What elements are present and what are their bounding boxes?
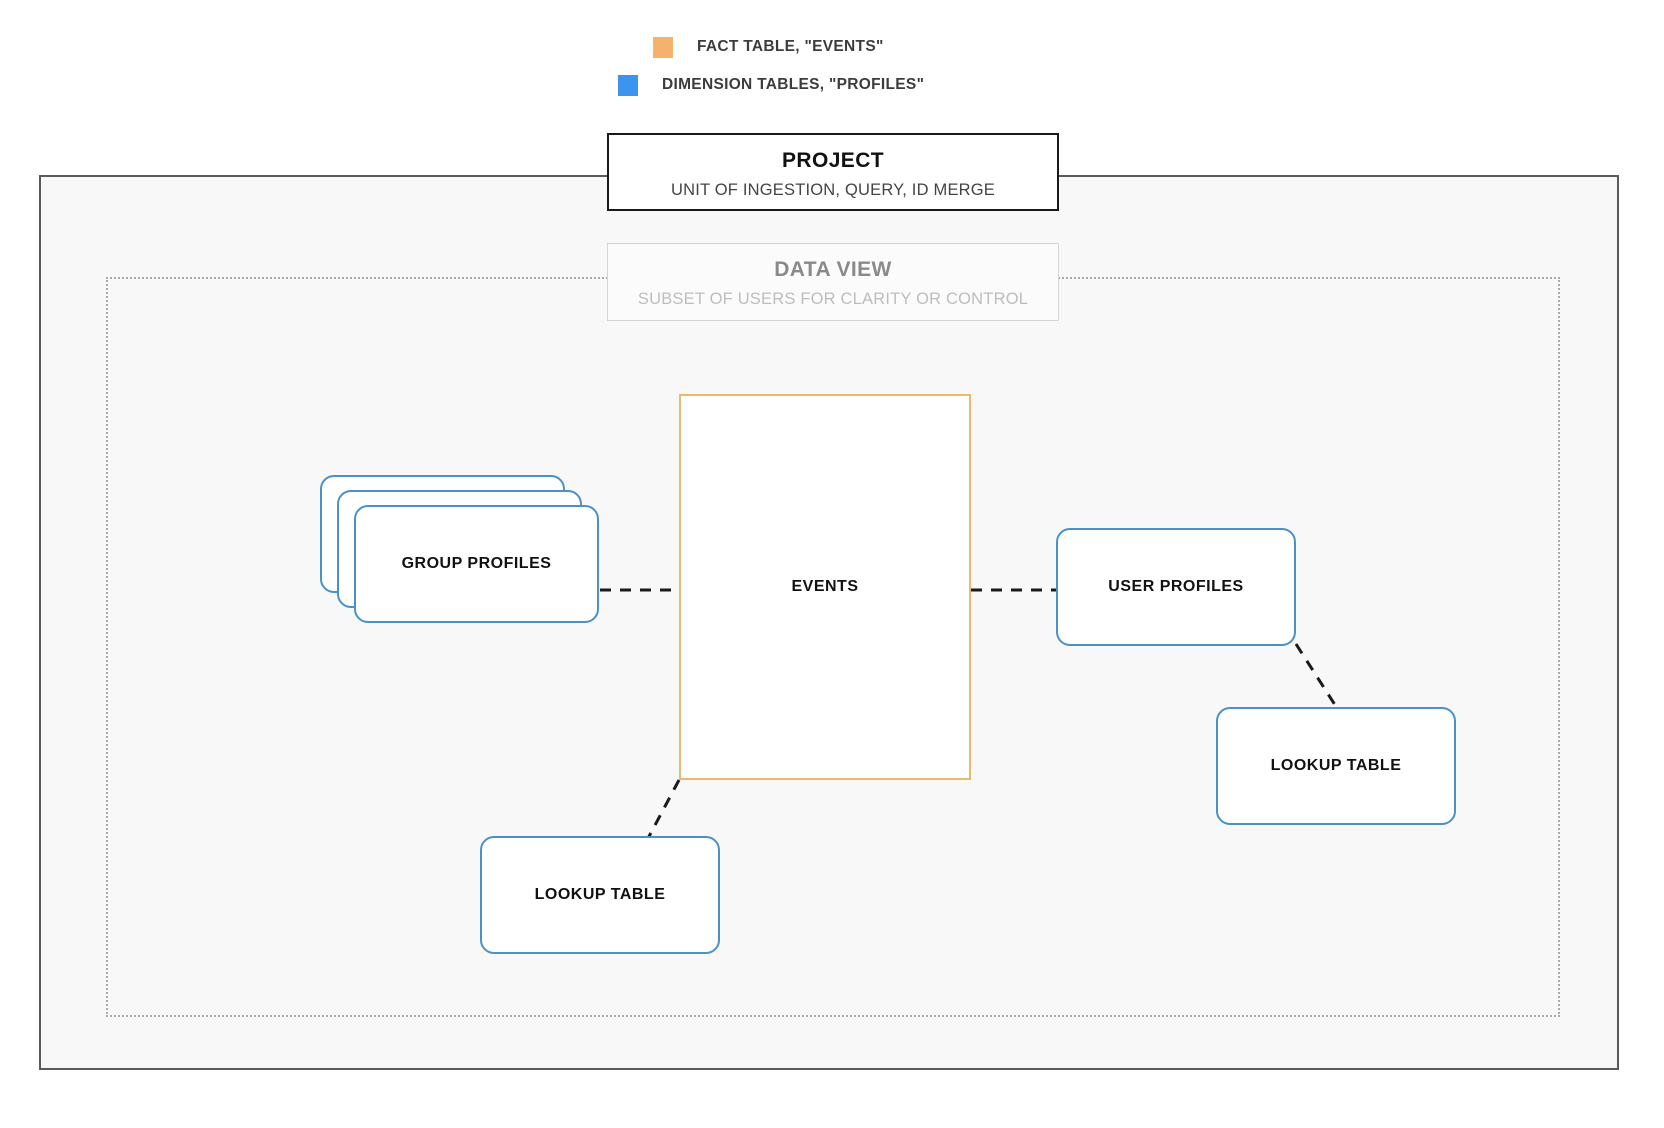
node-lookup-table-left-label: LOOKUP TABLE	[534, 886, 666, 903]
node-user-profiles[interactable]: USER PROFILES	[1056, 528, 1296, 646]
node-user-profiles-label: USER PROFILES	[1108, 578, 1244, 595]
project-title: PROJECT	[782, 149, 884, 172]
legend-item-fact-table-label: FACT TABLE, "EVENTS"	[697, 38, 884, 55]
node-group-profiles[interactable]: GROUP PROFILES	[320, 475, 600, 650]
node-lookup-table-left[interactable]: LOOKUP TABLE	[480, 836, 720, 954]
node-lookup-table-right[interactable]: LOOKUP TABLE	[1216, 707, 1456, 825]
project-label-card: PROJECT UNIT OF INGESTION, QUERY, ID MER…	[607, 133, 1059, 211]
legend-item-fact-table: FACT TABLE, "EVENTS"	[0, 28, 1664, 66]
project-subtitle: UNIT OF INGESTION, QUERY, ID MERGE	[670, 181, 995, 199]
legend: FACT TABLE, "EVENTS" DIMENSION TABLES, "…	[0, 28, 1664, 104]
data-view-title: DATA VIEW	[774, 258, 892, 281]
node-group-profiles-label: GROUP PROFILES	[401, 555, 552, 572]
node-events[interactable]: EVENTS	[679, 394, 971, 780]
node-lookup-table-right-label: LOOKUP TABLE	[1270, 757, 1402, 774]
data-view-subtitle: SUBSET OF USERS FOR CLARITY OR CONTROL	[637, 290, 1029, 308]
legend-item-dimension-tables-label: DIMENSION TABLES, "PROFILES"	[662, 76, 925, 93]
node-events-label: EVENTS	[791, 578, 859, 595]
data-view-label-card: DATA VIEW SUBSET OF USERS FOR CLARITY OR…	[607, 243, 1059, 321]
fact-table-swatch	[653, 36, 673, 58]
group-profiles-stack-layer-front[interactable]: GROUP PROFILES	[354, 505, 599, 623]
dimension-tables-swatch	[618, 74, 638, 96]
legend-item-dimension-tables: DIMENSION TABLES, "PROFILES"	[0, 66, 1664, 104]
